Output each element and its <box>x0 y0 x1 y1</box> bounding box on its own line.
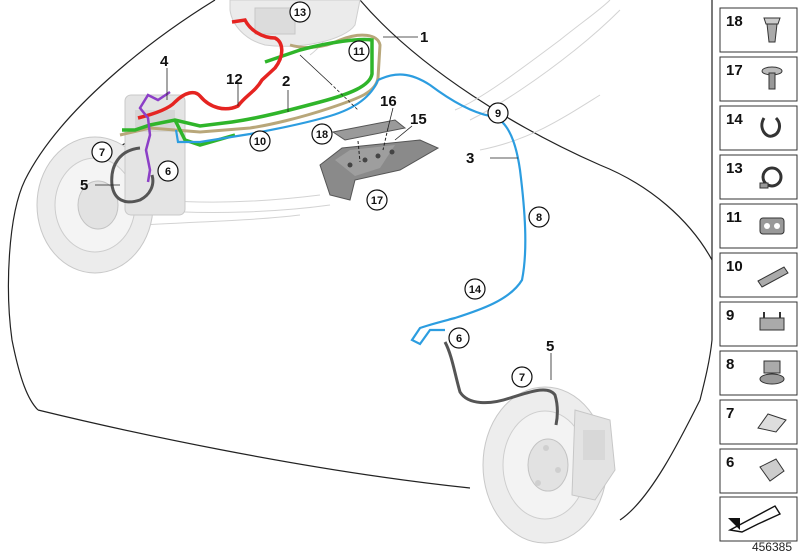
sidebar-part-13: 13 <box>719 154 798 200</box>
sidebar-part-6: 6 <box>719 448 798 494</box>
sidebar-part-frame <box>719 154 798 200</box>
sidebar-part-11: 11 <box>719 203 798 249</box>
sidebar-part-18: 18 <box>719 7 798 53</box>
sidebar-part-7: 7 <box>719 399 798 445</box>
callout-9: 9 <box>487 102 509 124</box>
callout-7-left: 7 <box>91 141 113 163</box>
callout-7-right-text: 7 <box>519 372 525 384</box>
pipe-clip-icon <box>760 116 781 138</box>
sidebar-part-frame <box>719 105 798 151</box>
label-bracket-15: 15 <box>410 111 427 128</box>
label-line-2: 2 <box>282 73 290 90</box>
label-line-12: 12 <box>226 71 243 88</box>
sidebar-part-number: 18 <box>726 13 743 30</box>
callout-9-text: 9 <box>495 108 501 120</box>
callout-7-left-text: 7 <box>99 147 105 159</box>
callout-14: 14 <box>464 278 486 300</box>
callout-8: 8 <box>528 206 550 228</box>
abs-unit-bracket <box>319 119 440 201</box>
sidebar-part-number: 8 <box>726 356 734 373</box>
sidebar-part-14: 14 <box>719 105 798 151</box>
push-rivet-icon <box>763 17 781 43</box>
callout-17-text: 17 <box>371 195 383 207</box>
sidebar-part-10: 10 <box>719 252 798 298</box>
sidebar-part-number: 9 <box>726 307 734 324</box>
sidebar-part-9: 9 <box>719 301 798 347</box>
sidebar-part-number: 6 <box>726 454 734 471</box>
label-line-4: 4 <box>160 53 169 70</box>
sidebar-part-number: 13 <box>726 160 743 177</box>
callout-6-left: 6 <box>157 160 179 182</box>
callout-10-text: 10 <box>254 136 266 148</box>
sidebar-part-8: 8 <box>719 350 798 396</box>
line-clip-icon <box>759 312 785 331</box>
callout-8-text: 8 <box>536 212 542 224</box>
label-hose-5-right: 5 <box>546 338 554 355</box>
sidebar-part-number: 14 <box>726 111 743 128</box>
sidebar-part-number: 17 <box>726 62 743 79</box>
hose-clamp-icon <box>759 166 783 189</box>
parts-sidebar: 18 17 14 13 11 10 9 8 7 6 <box>719 7 798 494</box>
callout-13: 13 <box>289 1 311 23</box>
bracket-clip-icon <box>759 458 785 482</box>
orientation-box <box>719 496 798 542</box>
screw-washer-icon <box>761 66 783 90</box>
sidebar-part-frame <box>719 350 798 396</box>
multi-line-holder-icon <box>757 266 789 288</box>
label-line-3: 3 <box>466 150 474 167</box>
brake-hose-right <box>443 341 559 426</box>
left-brake-disc <box>36 94 186 274</box>
callout-11-text: 11 <box>353 46 365 58</box>
sidebar-part-frame <box>719 56 798 102</box>
right-brake-disc <box>482 386 616 544</box>
label-clip-16: 16 <box>380 93 397 110</box>
callout-18: 18 <box>311 123 333 145</box>
spring-clip-icon <box>757 413 787 433</box>
callout-10: 10 <box>249 130 271 152</box>
callout-18-text: 18 <box>316 129 328 141</box>
label-line-1: 1 <box>420 29 428 46</box>
callout-13-text: 13 <box>294 7 306 19</box>
brake-line-purple <box>138 90 171 183</box>
brake-hose-left <box>110 146 155 204</box>
clip-with-base-icon <box>759 360 785 385</box>
leader-lines <box>95 36 552 380</box>
callout-6-right: 6 <box>448 327 470 349</box>
callout-6-right-text: 6 <box>456 333 462 345</box>
sidebar-part-frame <box>719 7 798 53</box>
sidebar-part-number: 10 <box>726 258 743 275</box>
document-number: 456385 <box>751 540 792 554</box>
sidebar-part-number: 11 <box>726 209 742 226</box>
callout-14-text: 14 <box>469 284 482 296</box>
sidebar-part-frame <box>719 448 798 494</box>
double-line-clip-icon <box>759 217 785 235</box>
sidebar-part-frame <box>719 301 798 347</box>
sidebar-part-number: 7 <box>726 405 734 422</box>
label-hose-5-left: 5 <box>80 177 88 194</box>
callout-6-left-text: 6 <box>165 166 171 178</box>
callout-17: 17 <box>366 189 388 211</box>
callout-7-right: 7 <box>511 366 533 388</box>
sidebar-part-17: 17 <box>719 56 798 102</box>
callout-11: 11 <box>348 40 370 62</box>
brake-line-blue <box>174 73 527 346</box>
